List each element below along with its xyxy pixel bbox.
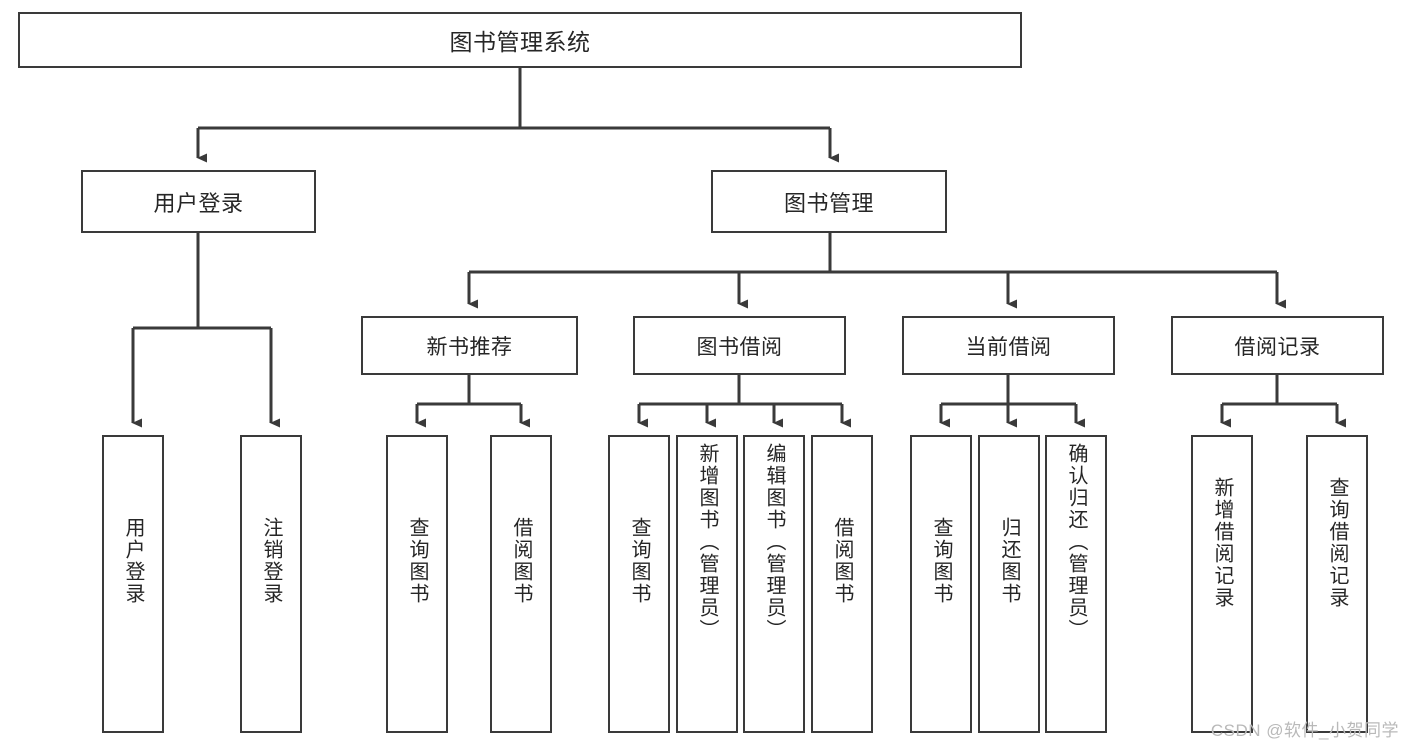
node-label: 归还图书 — [998, 517, 1020, 605]
node-label: 查询图书 — [406, 517, 428, 605]
node-label: 新增借阅记录 — [1211, 477, 1233, 609]
node-label: 借阅记录 — [1234, 335, 1321, 359]
node-leaf-borrow-book-new[interactable]: 借阅图书 — [490, 435, 552, 733]
node-label: 借阅图书 — [510, 517, 532, 605]
node-book-management[interactable]: 图书管理 — [711, 170, 947, 233]
node-label: 确认归还（管理员） — [1065, 443, 1087, 641]
node-leaf-confirm-return-admin[interactable]: 确认归还（管理员） — [1045, 435, 1107, 733]
node-label: 用户登录 — [153, 190, 244, 216]
csdn-watermark: CSDN @软件_小贺同学 — [1210, 721, 1399, 740]
node-leaf-borrow-book[interactable]: 借阅图书 — [811, 435, 873, 733]
node-leaf-query-book-current[interactable]: 查询图书 — [910, 435, 972, 733]
node-book-borrow[interactable]: 图书借阅 — [633, 316, 846, 375]
node-leaf-query-borrow-record[interactable]: 查询借阅记录 — [1306, 435, 1368, 733]
node-current-borrow[interactable]: 当前借阅 — [902, 316, 1115, 375]
node-leaf-user-login[interactable]: 用户登录 — [102, 435, 164, 733]
node-label: 用户登录 — [122, 517, 144, 605]
node-leaf-query-book-borrow[interactable]: 查询图书 — [608, 435, 670, 733]
node-label: 查询借阅记录 — [1326, 477, 1348, 609]
node-label: 图书管理系统 — [449, 29, 591, 55]
node-label: 借阅图书 — [831, 517, 853, 605]
node-leaf-add-borrow-record[interactable]: 新增借阅记录 — [1191, 435, 1253, 733]
node-label: 注销登录 — [260, 517, 282, 605]
node-leaf-add-book-admin[interactable]: 新增图书（管理员） — [676, 435, 738, 733]
node-user-login[interactable]: 用户登录 — [81, 170, 316, 233]
node-leaf-edit-book-admin[interactable]: 编辑图书（管理员） — [743, 435, 805, 733]
node-label: 编辑图书（管理员） — [763, 443, 785, 641]
node-borrow-records[interactable]: 借阅记录 — [1171, 316, 1384, 375]
node-label: 图书管理 — [783, 190, 874, 216]
node-label: 查询图书 — [930, 517, 952, 605]
node-root-book-management-system[interactable]: 图书管理系统 — [18, 12, 1022, 68]
node-leaf-return-book[interactable]: 归还图书 — [978, 435, 1040, 733]
node-label: 当前借阅 — [965, 335, 1052, 359]
node-label: 新书推荐 — [426, 335, 513, 359]
node-leaf-query-book-new[interactable]: 查询图书 — [386, 435, 448, 733]
node-label: 新增图书（管理员） — [696, 443, 718, 641]
node-label: 图书借阅 — [696, 335, 783, 359]
node-leaf-logout[interactable]: 注销登录 — [240, 435, 302, 733]
node-label: 查询图书 — [628, 517, 650, 605]
node-new-book-recommend[interactable]: 新书推荐 — [361, 316, 578, 375]
